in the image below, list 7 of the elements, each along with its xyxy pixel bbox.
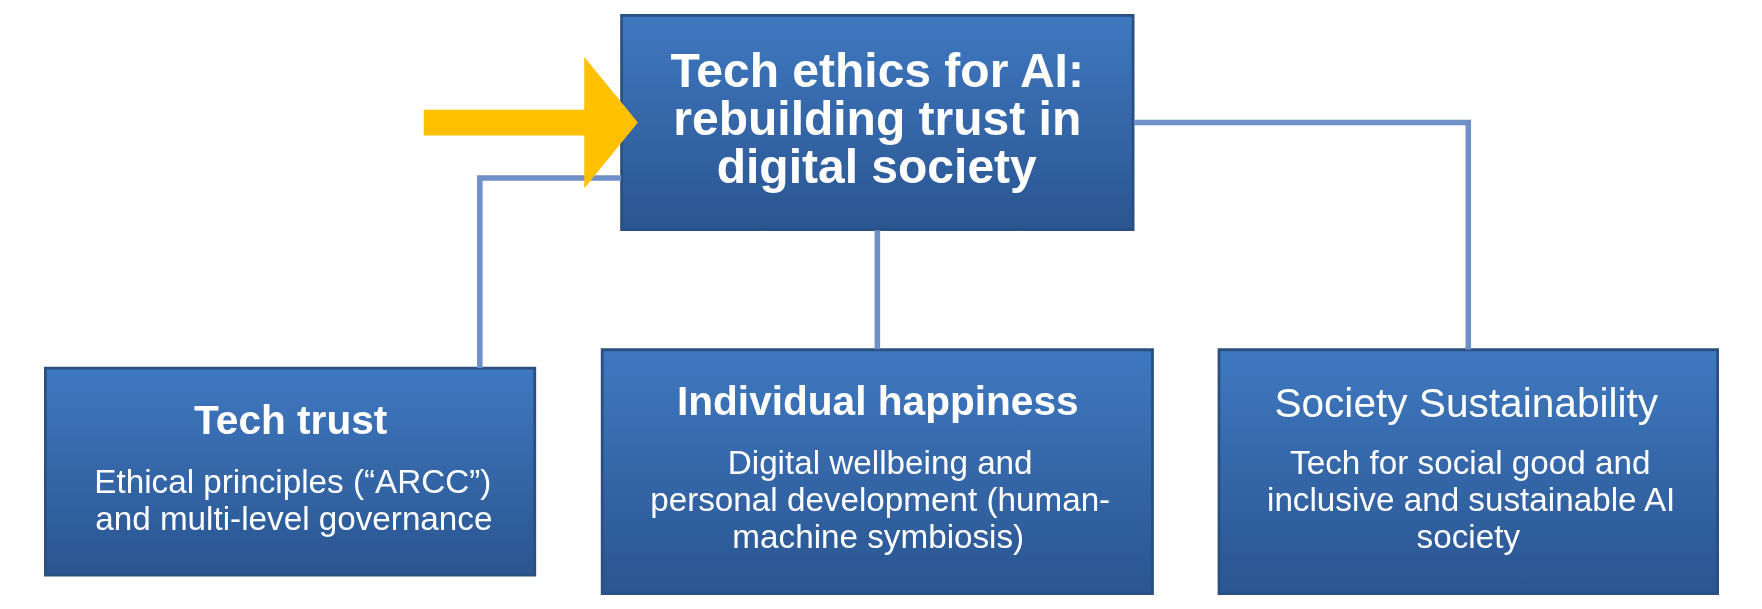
node-box: Tech ethics for AI: rebuilding trust in digital society [619,14,1134,232]
node-box: Tech trust Ethical principles (“ARCC”) and multi-level governance [43,366,536,577]
arrow [423,56,638,189]
node-box: Society Sustainability Tech for social good and inclusive and sustainable AI society [1217,348,1719,595]
connector [874,230,880,350]
node-box: Individual happiness Digital wellbeing and personal development (human-machine symbiosis) [600,348,1154,595]
connector [1133,119,1471,350]
